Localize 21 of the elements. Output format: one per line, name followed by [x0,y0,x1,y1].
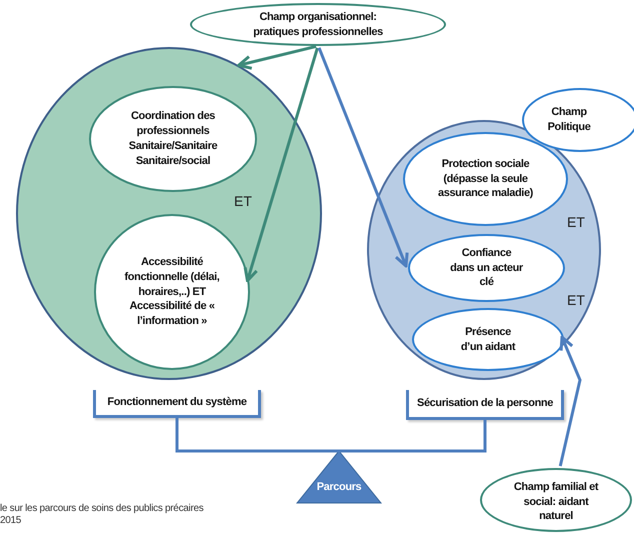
bracket-box: Sécurisation de la personne [406,390,564,420]
connector-word: ET [567,293,585,308]
arrow [318,47,409,268]
oval-box: Confiance dans un acteur clé [408,234,565,302]
oval-box: Protection sociale (dépasse la seule assurance maladie) [403,132,568,226]
triangle-fulcrum: Parcours [296,450,382,504]
connector-word: ET [234,194,252,210]
oval-callout: Champ organisationnel: pratiques professionnelles [190,3,446,46]
oval-callout: Champ Politique [522,88,634,152]
oval-callout: Champ familial et social: aidant naturel [480,468,632,532]
bracket-box: Fonctionnement du système [93,390,261,418]
arrow [244,47,319,282]
connector-word: ET [567,215,585,230]
oval-box: Présence d’un aidant [412,308,564,371]
arrow [237,45,316,70]
oval-box: Accessibilité fonctionnelle (délai, horaires,..) ET Accessibilité de « l’information » [94,214,250,370]
balance-beam [176,418,486,452]
source-note: le sur les parcours de soins des publics précaires [0,503,204,514]
arrow [558,336,582,466]
source-note: 2015 [0,515,22,526]
oval-box: Coordination des professionnels Sanitaire/Sanitaire Sanitaire/social [89,86,257,192]
